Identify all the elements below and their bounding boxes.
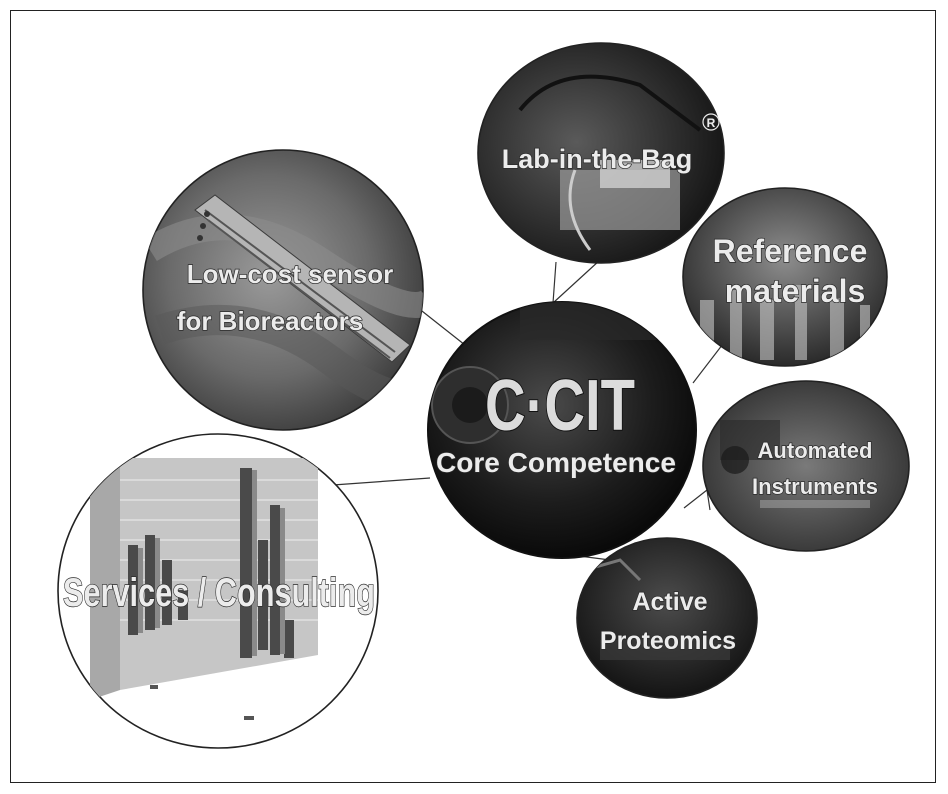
registered-mark-icon <box>702 113 720 131</box>
connector-automated <box>683 488 711 511</box>
hub-photo-detail <box>431 302 670 444</box>
proteomics-label-line1: Active <box>632 588 707 616</box>
hub-title: C·CIT <box>485 366 635 446</box>
sensor-bubble: Low-cost sensor for Bioreactors <box>142 149 424 431</box>
lab-label: Lab-in-the-Bag <box>502 144 692 174</box>
reference-label-line2: materials <box>725 273 866 309</box>
lab-photo-detail <box>518 74 702 251</box>
lab-registered-mark: R <box>707 116 716 130</box>
reference-bubble: Reference materials <box>682 187 888 367</box>
automated-bubble: Automated Instruments <box>702 380 910 552</box>
sensor-label-line1: Low-cost sensor <box>187 259 394 289</box>
hub-subtitle: Core Competence <box>436 447 676 478</box>
services-label: Services / Consulting <box>63 571 375 615</box>
hub-bubble: C·CIT Core Competence <box>427 301 697 559</box>
automated-label-line1: Automated <box>758 438 873 463</box>
connector-services <box>332 477 431 486</box>
services-bubble: Services / Consulting <box>57 433 379 749</box>
lab-bubble: Lab-in-the-Bag R <box>477 42 725 264</box>
reference-label-line1: Reference <box>713 233 868 269</box>
connector-lab <box>552 259 601 305</box>
automated-label-line2: Instruments <box>752 474 878 499</box>
proteomics-label-line2: Proteomics <box>600 627 736 655</box>
proteomics-bubble: Active Proteomics <box>576 537 758 699</box>
automated-photo-detail <box>720 420 870 508</box>
connector-reference <box>692 339 727 384</box>
services-background-chart <box>90 458 318 720</box>
sensor-label-line2: for Bioreactors <box>177 306 363 336</box>
